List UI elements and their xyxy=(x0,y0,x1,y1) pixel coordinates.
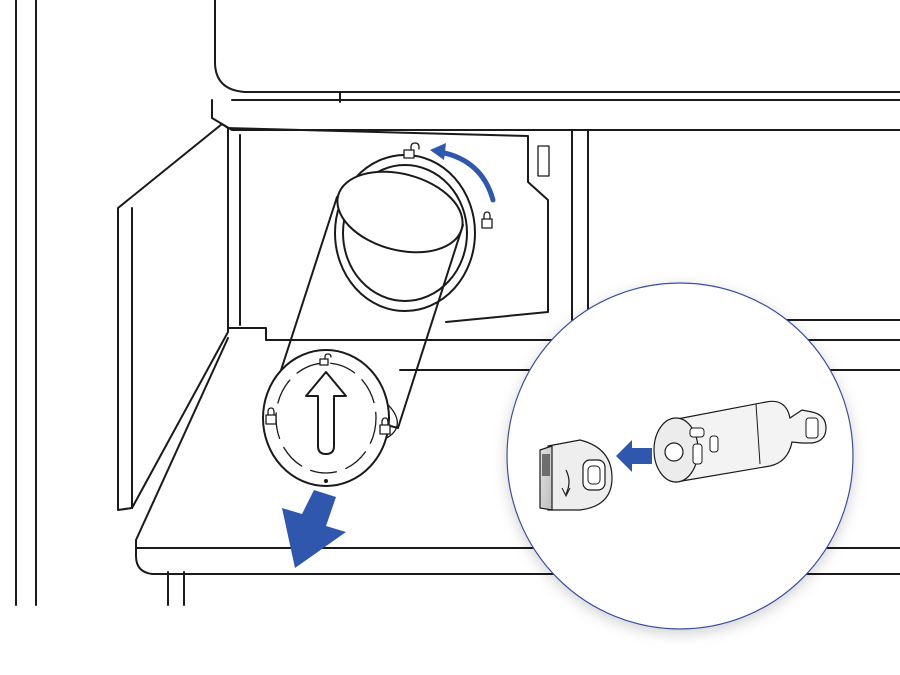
pull-out-arrow-icon xyxy=(282,490,346,568)
cartridge-port xyxy=(665,443,683,461)
cap-grip-slot xyxy=(542,454,550,476)
compartment-right-frame xyxy=(572,130,900,320)
upper-door-bottom-edge xyxy=(215,0,900,92)
water-filter-cartridge xyxy=(263,159,472,486)
lock-icon xyxy=(482,212,492,228)
inset-detached-cap xyxy=(540,440,612,510)
compartment-left-wall xyxy=(228,128,266,340)
filter-cover-door xyxy=(118,124,228,510)
rotate-arrow-head xyxy=(430,143,446,160)
detail-inset xyxy=(507,283,853,629)
cap-socket xyxy=(583,460,605,490)
cap-marker-dot xyxy=(324,479,328,483)
cartridge-nozzle xyxy=(806,418,818,438)
compartment-slot xyxy=(538,146,549,176)
compartment-top-ledge xyxy=(212,100,900,130)
